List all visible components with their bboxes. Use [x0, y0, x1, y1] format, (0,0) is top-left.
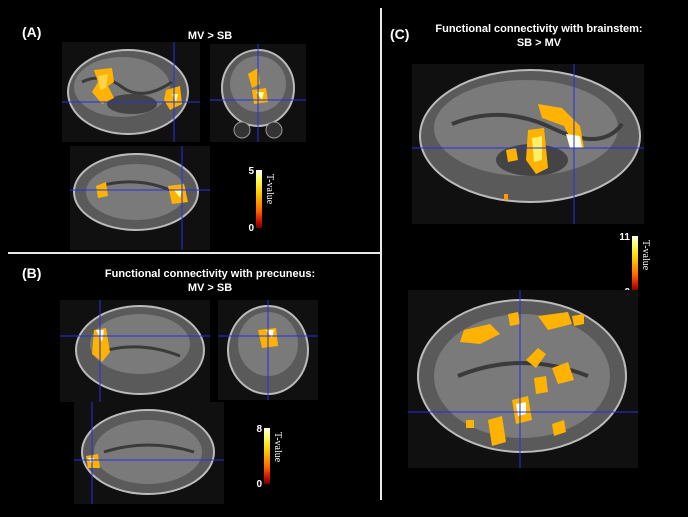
panel-a-colorbar-label: T-value — [264, 174, 275, 205]
panel-a-sagittal-scan — [62, 42, 200, 142]
panel-b-title-line1: Functional connectivity with precuneus: — [104, 268, 316, 280]
panel-b-coronal-image — [218, 300, 318, 400]
panel-b-label: (B) — [22, 265, 42, 281]
panel-c-sagittal-image — [412, 64, 644, 224]
panel-c-sagittal-scan — [412, 64, 644, 224]
panel-b-colorbar-gradient — [264, 428, 270, 484]
panel-c-title-line1: Functional connectivity with brainstem: — [435, 23, 643, 35]
panel-a-axial-scan — [70, 146, 210, 250]
panel-a-colorbar-max: 5 — [248, 166, 254, 177]
horizontal-divider — [8, 252, 380, 254]
panel-a-coronal-scan — [210, 44, 306, 142]
panel-c-label: (C) — [390, 26, 410, 42]
panel-c-colorbar: 11 0 T-value — [619, 232, 662, 298]
panel-a-coronal-image — [210, 44, 306, 142]
vertical-divider — [380, 8, 382, 500]
panel-a-sagittal-image — [62, 42, 200, 142]
panel-c-colorbar-gradient — [632, 236, 638, 292]
panel-a-title: MV > SB — [187, 30, 233, 42]
panel-b-sagittal-scan — [60, 300, 210, 402]
panel-c-title-line2: SB > MV — [516, 37, 562, 49]
panel-b-sagittal-image — [60, 300, 210, 402]
panel-c-title: Functional connectivity with brainstem: … — [404, 22, 674, 50]
panel-c-colorbar-max: 11 — [619, 232, 630, 243]
panel-a-axial-image — [70, 146, 210, 250]
panel-b-colorbar-min: 0 — [256, 479, 262, 490]
panel-c-axial-scan — [408, 290, 638, 468]
panel-a-colorbar-min: 0 — [248, 223, 254, 234]
panel-c-axial-image — [408, 290, 638, 468]
panel-a-label: (A) — [22, 24, 42, 40]
panel-c-colorbar-label: T-value — [640, 240, 651, 271]
panel-b-colorbar-label: T-value — [272, 432, 283, 463]
panel-b-colorbar: 8 0 T-value — [256, 424, 294, 490]
panel-b-axial-image — [74, 402, 224, 504]
panel-b-coronal-scan — [218, 300, 318, 400]
panel-b-colorbar-max: 8 — [256, 424, 262, 435]
panel-b-title: Functional connectivity with precuneus: … — [80, 267, 340, 295]
panel-b-title-line2: MV > SB — [187, 282, 233, 294]
panel-a-colorbar-gradient — [256, 170, 262, 228]
panel-b-axial-scan — [74, 402, 224, 504]
panel-a-colorbar: 5 0 T-value — [248, 166, 286, 234]
